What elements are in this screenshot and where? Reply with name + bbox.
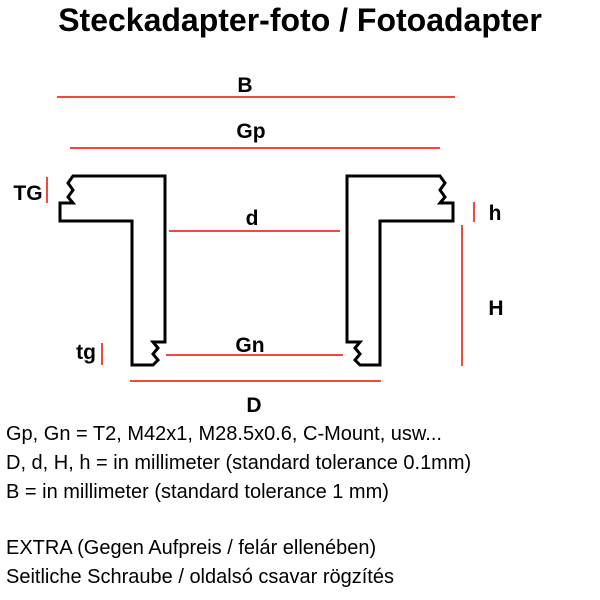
label-tg: tg [76, 341, 96, 364]
right-adapter-profile [345, 174, 455, 367]
page-title: Steckadapter-foto / Fotoadapter [58, 2, 542, 38]
note-extra: EXTRA (Gegen Aufpreis / felár ellenében) [6, 537, 377, 559]
label-D: D [246, 394, 261, 417]
note-thread-types: Gp, Gn = T2, M42x1, M28.5x0.6, C-Mount, … [6, 423, 442, 445]
note-B-tolerance: B = in millimeter (standard tolerance 1 … [6, 481, 389, 503]
note-mm-tolerance: D, d, H, h = in millimeter (standard tol… [6, 452, 472, 474]
label-Gp: Gp [236, 120, 265, 143]
left-adapter-profile [58, 174, 167, 367]
note-side-screw: Seitliche Schraube / oldalsó csavar rögz… [6, 566, 394, 588]
label-d: d [246, 207, 259, 230]
label-B: B [237, 74, 252, 97]
label-h: h [489, 202, 502, 225]
label-H: H [488, 297, 503, 320]
label-TG: TG [13, 182, 42, 205]
label-Gn: Gn [235, 334, 264, 357]
